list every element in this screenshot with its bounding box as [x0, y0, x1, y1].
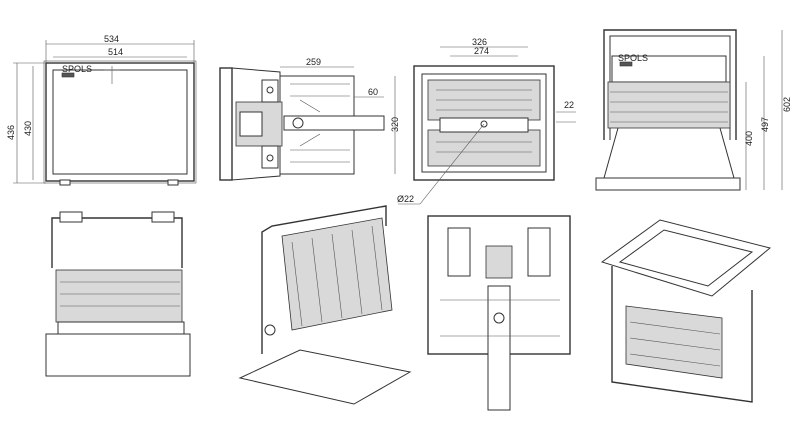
persp-base-plate: [45, 333, 191, 377]
side-bracket-arm: [283, 115, 385, 131]
side-bolt-top: [266, 86, 274, 94]
bracket-leg-left: [603, 127, 619, 179]
persp-u-bracket: [51, 217, 183, 268]
rear2-mount-left: [447, 227, 471, 277]
side-spoke-1: [299, 99, 321, 113]
side-front-frame: [219, 67, 233, 181]
rear2-mount-right: [527, 227, 551, 277]
view-bottom-front: [45, 211, 191, 377]
dim-label-60: 60: [368, 87, 378, 97]
side-bracket-slot: [239, 111, 263, 137]
bracket-u-frame: [603, 29, 737, 140]
rear2-junction: [485, 245, 513, 279]
bracket-top-panel: [611, 55, 727, 83]
side-mount-top: [261, 79, 279, 103]
iso2-fin-3: [629, 353, 721, 367]
dim-label-497: 497: [760, 117, 770, 132]
dim-label-326: 326: [472, 37, 487, 47]
front-view: SPOLS 534 514 436 430: [6, 34, 197, 186]
iso-fin-1: [291, 241, 303, 327]
rear-inner-frame: [421, 73, 547, 173]
iso2-top-face: [600, 219, 772, 297]
dim-label-274: 274: [474, 46, 489, 56]
iso2-glass: [618, 229, 754, 287]
view-isometric: [238, 205, 412, 405]
persp-hinge-left: [59, 211, 83, 223]
dim-label-320: 320: [390, 117, 400, 132]
view-rear-bracket: [427, 215, 571, 411]
bracket-heatsink: [607, 81, 731, 129]
iso-pivot: [264, 324, 276, 336]
view-isometric-front: [600, 219, 772, 403]
dim-label-hole: Ø22: [397, 194, 414, 204]
dim-label-514: 514: [108, 47, 123, 57]
bracket-view: SPOLS 602 497 400: [595, 29, 792, 191]
front-housing-outline: [45, 62, 195, 182]
front-housing-edge: [43, 60, 197, 184]
dim-label-602: 602: [782, 97, 792, 112]
bracket-panel-mark: SPOLS: [618, 53, 648, 63]
dim-label-22: 22: [564, 100, 574, 110]
persp-control-strip: [57, 321, 185, 335]
rear-heatsink-lower: [427, 129, 541, 167]
side-bolt-bottom: [266, 154, 274, 162]
iso2-fin-2: [629, 337, 721, 351]
front-glass-panel: [52, 69, 188, 175]
iso2-fin-1: [629, 321, 721, 335]
front-foot-right: [167, 179, 179, 186]
rear-center-bar: [439, 117, 529, 133]
dim-label-400: 400: [744, 131, 754, 146]
dim-label-259: 259: [306, 57, 321, 67]
iso-bracket: [261, 205, 387, 354]
iso2-heatsink: [625, 305, 723, 379]
rear-hole: [480, 120, 488, 128]
front-logo-plate: [61, 72, 75, 78]
side-spoke-2: [299, 133, 321, 147]
dim-label-430: 430: [23, 121, 33, 136]
side-view: 259 60 320: [219, 57, 400, 181]
rear2-pivot: [493, 312, 505, 324]
iso-fin-2: [311, 237, 323, 323]
dim-label-436: 436: [6, 125, 16, 140]
leader-hole: [419, 123, 485, 205]
rear-view: 326 274 22 Ø22: [397, 37, 576, 205]
side-housing-profile: [231, 67, 281, 181]
iso-fin-3: [331, 233, 343, 319]
persp-hinge-right: [151, 211, 175, 223]
iso-fin-4: [351, 229, 363, 315]
iso2-bracket: [611, 266, 753, 403]
persp-heatsink: [55, 269, 183, 323]
rear-housing-outline: [413, 65, 555, 181]
side-mount-bottom: [261, 145, 279, 169]
front-panel-mark: SPOLS: [62, 64, 92, 74]
rear2-arm: [487, 285, 511, 411]
front-foot-left: [59, 179, 71, 186]
dim-label-534: 534: [104, 34, 119, 44]
bracket-base: [595, 177, 741, 191]
iso-base: [238, 349, 412, 405]
iso-fin-5: [371, 225, 383, 311]
bracket-leg-right: [719, 127, 735, 179]
bracket-logo-plate: [619, 61, 633, 67]
side-pivot: [292, 117, 304, 129]
